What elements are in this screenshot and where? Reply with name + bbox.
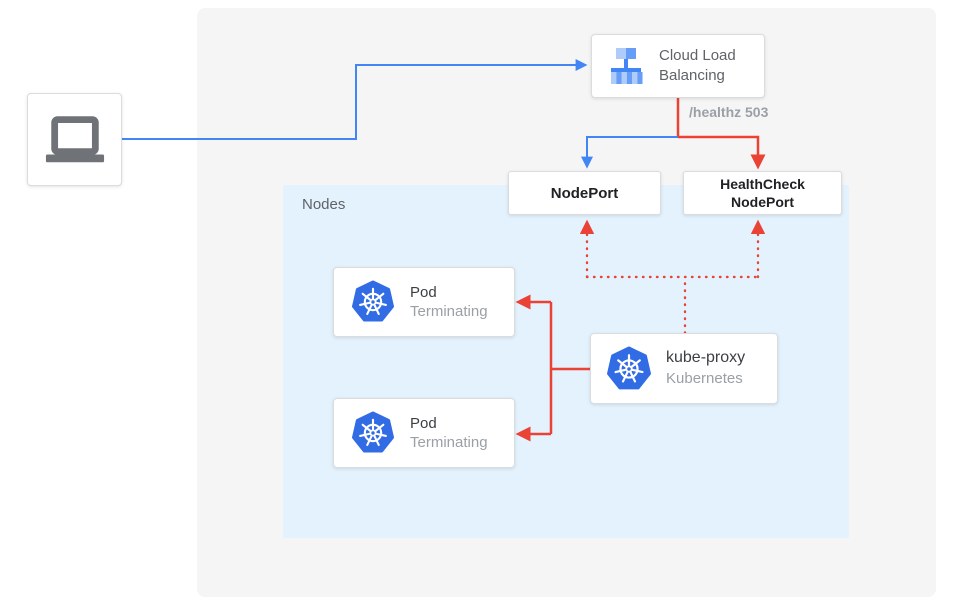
kubernetes-icon [351, 411, 395, 455]
pod-title: Pod [410, 283, 437, 301]
healthcheck-nodeport-node: HealthCheck NodePort [683, 171, 842, 215]
nodeport-node: NodePort [508, 171, 661, 215]
pod-node-2: Pod Terminating [333, 398, 515, 468]
pod-title: Pod [410, 414, 437, 432]
healthcheck-nodeport-label-line2: NodePort [731, 194, 794, 210]
laptop-icon [44, 114, 106, 166]
kube-proxy-node: kube-proxy Kubernetes [590, 333, 778, 404]
client-node [27, 93, 122, 186]
kube-proxy-subtitle: Kubernetes [666, 370, 743, 388]
cloud-load-balancing-node: Cloud Load Balancing [591, 34, 765, 98]
nodes-group-label: Nodes [302, 196, 346, 213]
kubernetes-icon [351, 280, 395, 324]
kubernetes-icon [606, 346, 652, 392]
cloud-load-balancing-icon [606, 46, 646, 86]
healthz-status-label: /healthz 503 [689, 104, 769, 120]
pod-status: Terminating [410, 434, 488, 451]
clb-label-line2: Balancing [659, 67, 725, 84]
pod-node-1: Pod Terminating [333, 267, 515, 337]
pod-status: Terminating [410, 303, 488, 320]
clb-label-line1: Cloud Load [659, 46, 736, 64]
healthcheck-nodeport-label-line1: HealthCheck [720, 175, 805, 192]
nodeport-label: NodePort [550, 184, 619, 202]
kube-proxy-title: kube-proxy [666, 349, 746, 367]
